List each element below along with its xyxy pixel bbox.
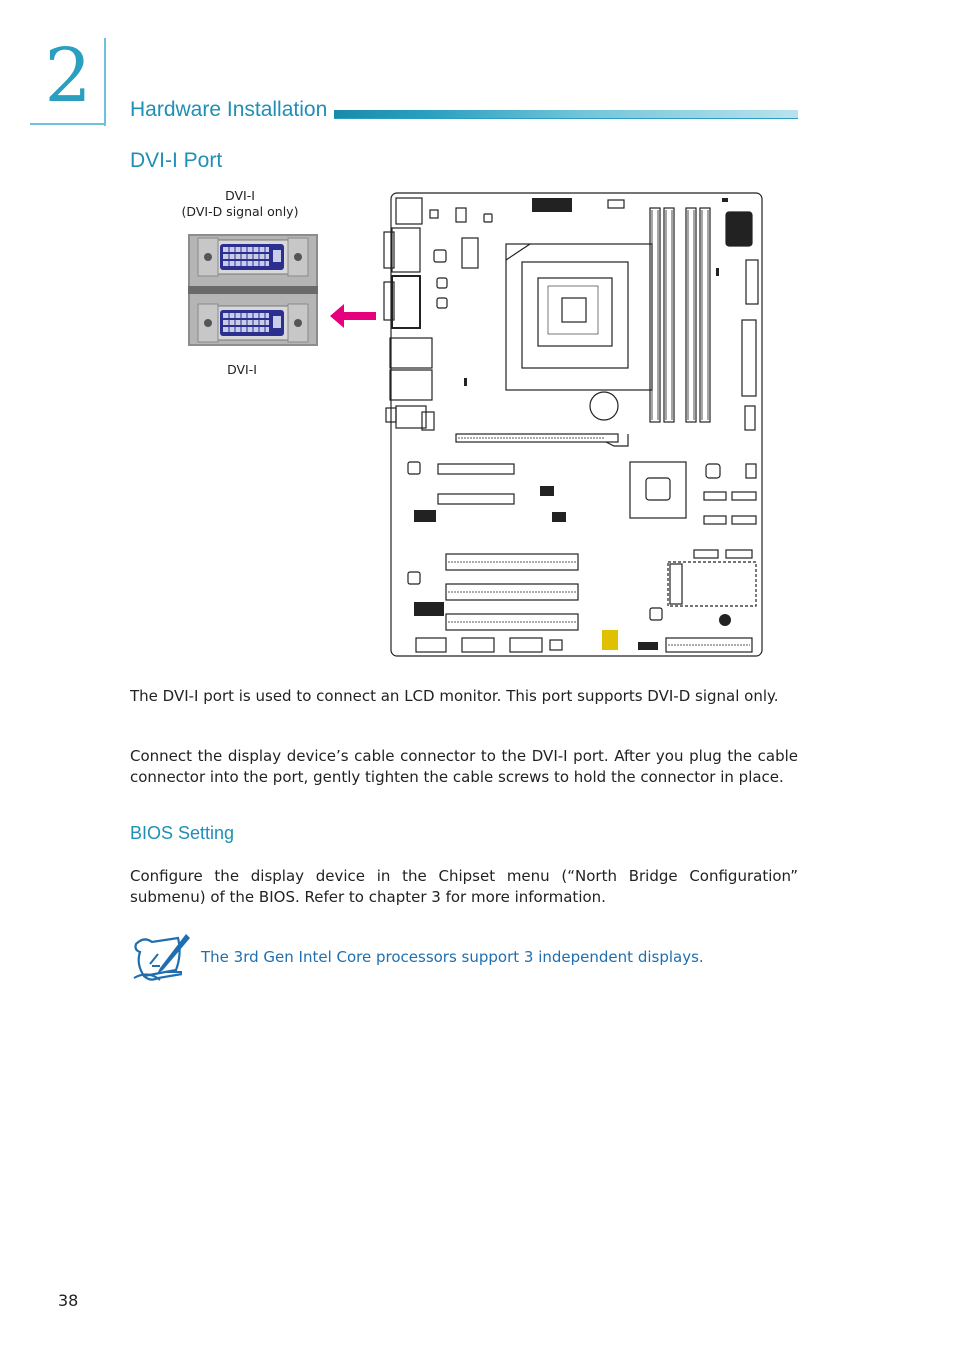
dvi-port-photo xyxy=(188,234,318,346)
bottom-port-caption: DVI-I xyxy=(227,362,257,377)
top-port-subcaption: (DVI-D signal only) xyxy=(181,204,299,219)
chapter-number: 2 xyxy=(44,33,92,119)
bios-paragraph: Configure the display device in the Chip… xyxy=(130,867,798,906)
top-port-caption: DVI-I xyxy=(225,188,255,203)
page-number: 38 xyxy=(58,1291,79,1310)
title-underline xyxy=(334,118,798,119)
chapter-title: Hardware Installation xyxy=(130,98,328,121)
chapter-bracket-horizontal xyxy=(30,123,106,125)
motherboard-layout-diagram xyxy=(383,192,763,657)
note-scroll-icon xyxy=(133,934,190,981)
note-text: The 3rd Gen Intel Core processors suppor… xyxy=(201,948,704,966)
section-title: DVI-I Port xyxy=(130,149,223,172)
paragraph-intro: The DVI-I port is used to connect an LCD… xyxy=(130,687,779,705)
chapter-bracket-vertical xyxy=(104,38,106,126)
paragraph-connect: Connect the display device’s cable conne… xyxy=(130,747,798,786)
title-decorative-bar xyxy=(334,110,798,118)
bios-heading: BIOS Setting xyxy=(130,823,235,843)
pointer-arrow-icon xyxy=(330,304,376,328)
